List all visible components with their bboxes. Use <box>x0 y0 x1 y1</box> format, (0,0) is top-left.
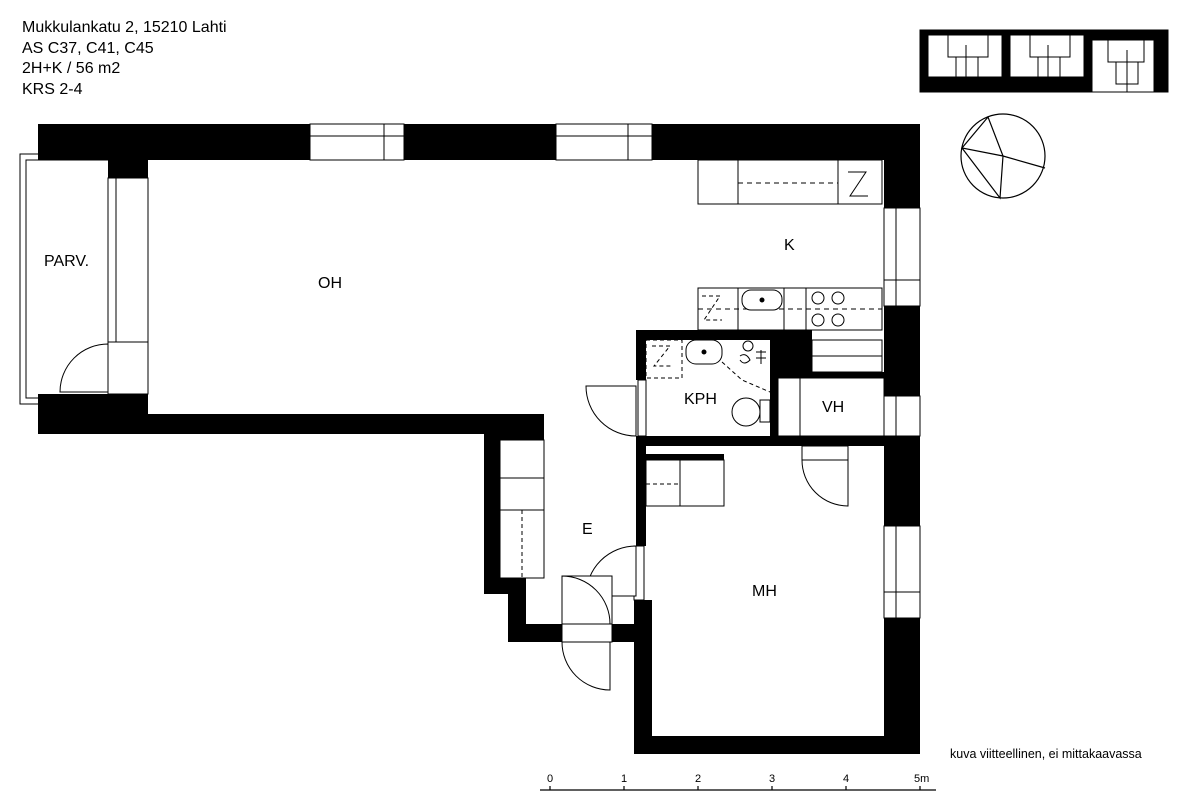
room-label-bathroom: KPH <box>684 391 717 408</box>
room-label-entrance: E <box>582 521 593 538</box>
kitchen-upper-cabinets <box>697 159 883 205</box>
toilet-icon <box>731 397 761 427</box>
address-text: Mukkulankatu 2, 15210 Lahti <box>22 19 227 36</box>
room-label-wardrobe: VH <box>822 399 844 416</box>
scale-tick-1: 1 <box>621 773 627 785</box>
disclaimer-text: kuva viitteellinen, ei mittakaavassa <box>950 747 1142 761</box>
scale-tick-2: 2 <box>695 773 701 785</box>
scale-tick-0: 0 <box>547 773 553 785</box>
shower-icon <box>742 340 754 352</box>
room-label-kitchen: K <box>784 237 795 254</box>
units-text: AS C37, C41, C45 <box>22 39 154 57</box>
header-info: Mukkulankatu 2, 15210 Lahti AS C37, C41,… <box>22 18 227 100</box>
scale-tick-3: 3 <box>769 773 775 785</box>
compass-icon <box>960 113 1046 200</box>
doors <box>59 341 849 691</box>
scale-tick-5: 5m <box>914 773 929 785</box>
windows <box>107 123 921 619</box>
type-size-text: 2H+K / 56 m2 <box>22 60 121 77</box>
scale-tick-4: 4 <box>843 773 849 785</box>
room-label-balcony: PARV. <box>44 253 89 270</box>
walls <box>38 124 920 754</box>
room-label-bedroom: MH <box>752 583 777 600</box>
stove-burner-icon <box>811 291 825 305</box>
closets <box>499 339 885 579</box>
room-label-living: OH <box>318 275 342 292</box>
key-plan <box>919 29 1169 93</box>
scale-bar <box>540 786 936 791</box>
bathroom-fixtures <box>645 339 771 427</box>
kitchen-counter <box>697 287 883 331</box>
floors-text: KRS 2-4 <box>22 80 83 98</box>
